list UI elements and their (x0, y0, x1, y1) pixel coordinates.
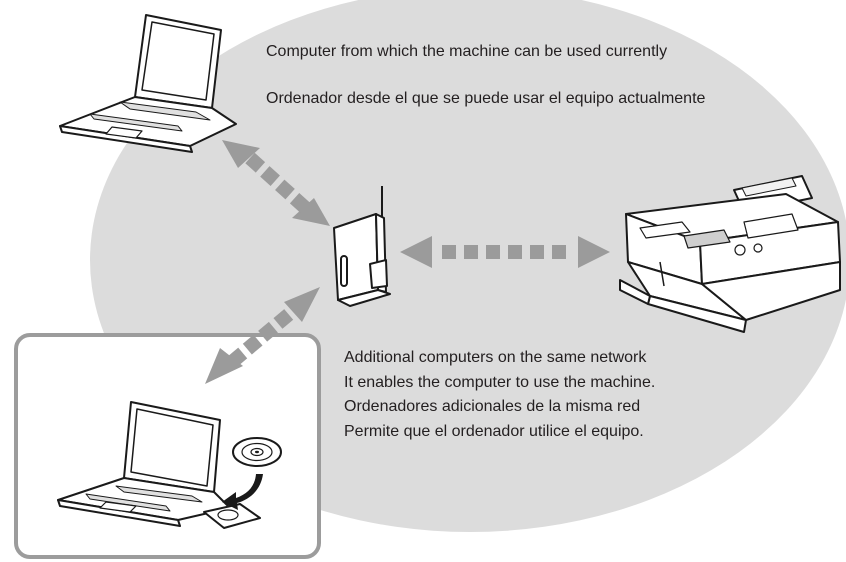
cd-disc-icon (232, 437, 282, 467)
additional-label-line-2: It enables the computer to use the machi… (344, 373, 656, 391)
additional-label-line-1: Additional computers on the same network (344, 349, 647, 366)
insert-disc-arrow (222, 474, 263, 510)
additional-computers-label: Additional computers on the same network… (344, 346, 655, 444)
laptop-icon (59, 14, 237, 153)
current-computer-label-es: Ordenador desde el que se puede usar el … (266, 90, 706, 107)
laptop-icon (57, 401, 261, 529)
printer-icon (619, 175, 841, 333)
wireless-router-icon (333, 186, 391, 307)
arrow-router-printer (400, 236, 610, 268)
arrow-laptop-router (222, 140, 330, 226)
arrow-router-additional (205, 287, 320, 384)
additional-label-line-3: Ordenadores adicionales de la misma red (344, 398, 641, 415)
additional-label-line-4: Permite que el ordenador utilice el equi… (344, 422, 644, 440)
current-computer-label-en: Computer from which the machine can be u… (266, 43, 668, 60)
